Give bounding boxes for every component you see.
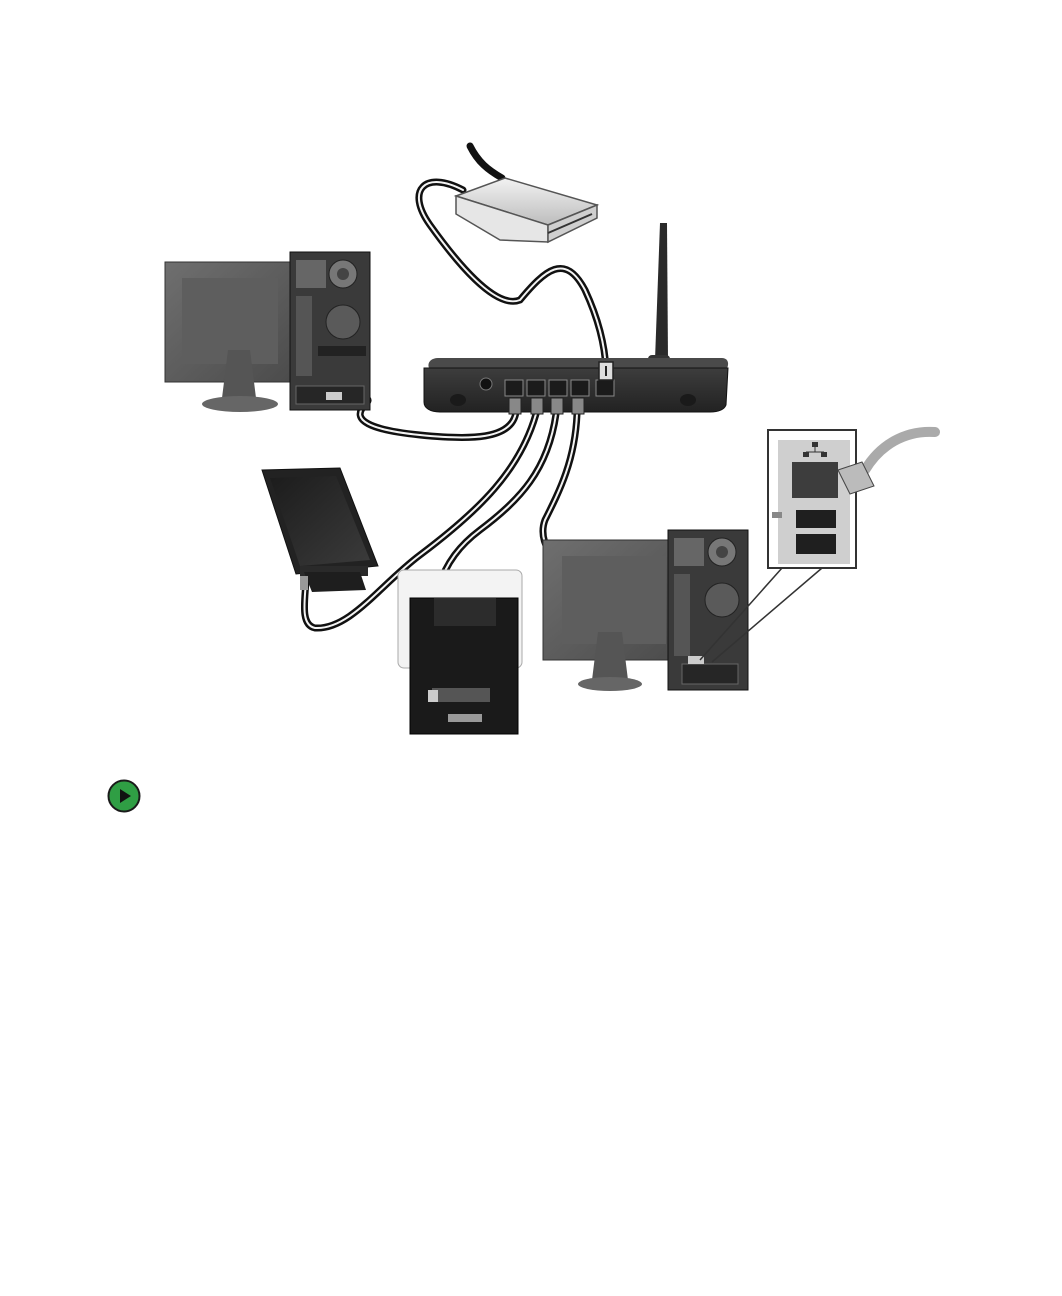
all-in-one-computer	[398, 570, 522, 734]
desktop-computer-right	[543, 530, 748, 691]
wireless-router	[424, 223, 728, 414]
tablet-pc	[262, 468, 378, 592]
router-antenna	[655, 223, 668, 360]
play-arrow-icon[interactable]	[107, 779, 141, 813]
home-network-diagram	[0, 0, 1062, 760]
broadband-modem	[456, 178, 597, 242]
desktop-computer-left	[165, 252, 370, 412]
cable-wall-modem	[470, 146, 502, 178]
